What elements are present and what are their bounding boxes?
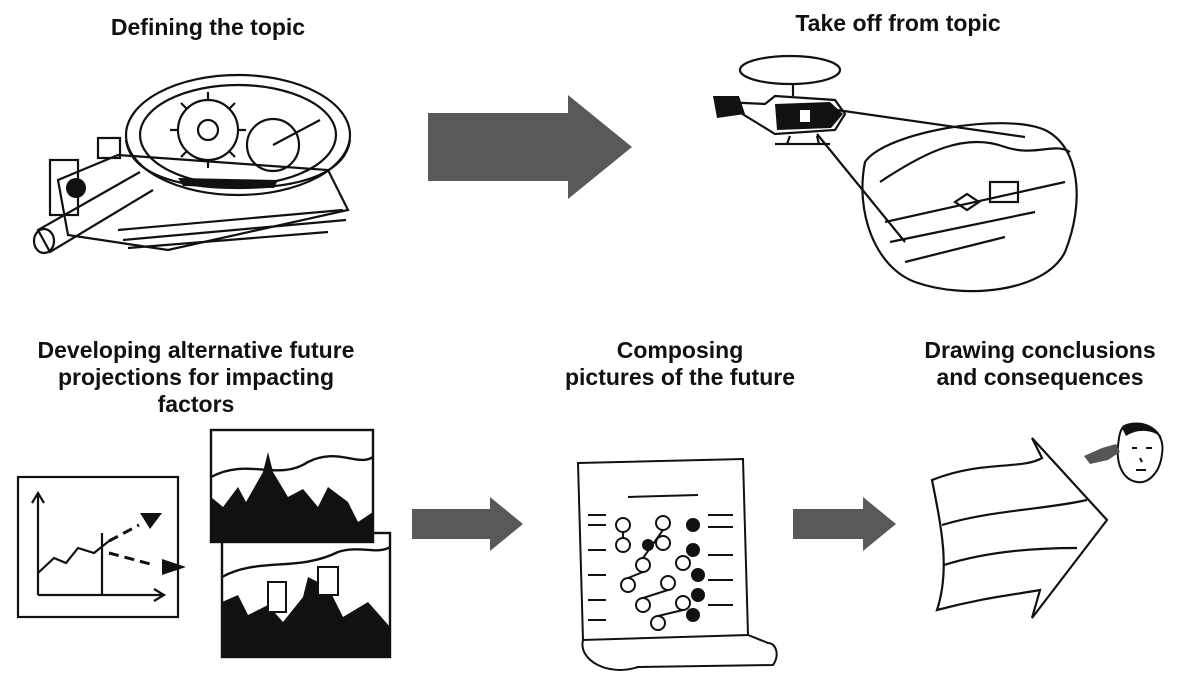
flow-arrow-bottom-right [793,497,896,551]
head-icon [1084,422,1164,484]
wavy-arrow-icon [930,437,1109,619]
scroll-document-icon [576,457,778,671]
trend-chart-icon [16,475,186,619]
magnifying-glass-icon [32,73,352,255]
step-drawing-line1: Drawing conclusions [924,337,1156,363]
step-developing-line2: projections for impacting [57,364,335,390]
step-developing-line1: Developing alternative future [37,337,355,363]
step-defining-label: Defining the topic [110,14,306,40]
step-drawing-label: Drawing conclusions and consequences [895,337,1185,391]
helicopter-icon [713,54,1078,293]
flow-arrow-top [428,95,632,199]
step-developing-line3: factors [157,391,235,417]
step-takeoff-label: Take off from topic [795,10,1001,36]
step-composing-label: Composing pictures of the future [530,337,830,391]
landscape-scenario-icon [209,428,392,659]
step-composing-line2: pictures of the future [564,364,795,390]
step-developing-label: Developing alternative future projection… [0,337,392,418]
step-drawing-line2: and consequences [936,364,1144,390]
flow-arrow-bottom-left [412,497,523,551]
step-composing-line1: Composing [616,337,744,363]
